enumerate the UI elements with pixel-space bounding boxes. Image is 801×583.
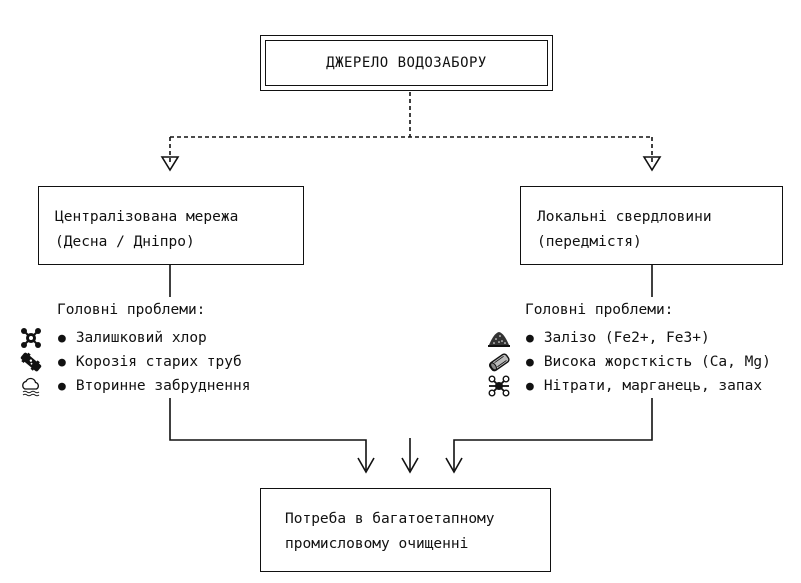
list-item: ● Вторинне забруднення	[20, 374, 250, 398]
iron-sediment-icon	[488, 327, 510, 349]
box-title-line: Централізована мережа	[55, 209, 239, 225]
nitrate-molecule-icon	[488, 375, 510, 397]
source-title: ДЖЕРЕЛО ВОДОЗАБОРУ	[265, 40, 548, 86]
issue-text: Залізо (Fe2+, Fe3+)	[543, 330, 710, 346]
issue-text: Нітрати, марганець, запах	[543, 378, 763, 394]
box-title-line: Потреба в багатоетапному	[285, 511, 495, 527]
box-title-line: промисловому очищенні	[285, 536, 469, 552]
scale-deposit-icon	[488, 351, 510, 373]
local-wells-title: Локальні свердловини (передмістя)	[537, 205, 712, 255]
arrowhead-left-solid	[357, 457, 375, 474]
bullet: ●	[58, 330, 66, 346]
centralized-network-title: Централізована мережа (Десна / Дніпро)	[55, 205, 238, 255]
list-item: ● Нітрати, марганець, запах	[488, 374, 762, 398]
issue-text: Вторинне забруднення	[75, 378, 251, 394]
dashed-connector	[169, 92, 653, 162]
right-connector	[453, 265, 653, 470]
source-box: ДЖЕРЕЛО ВОДОЗАБОРУ	[260, 35, 553, 91]
bullet: ●	[526, 378, 534, 394]
local-wells-box: Локальні свердловини (передмістя)	[520, 186, 783, 265]
box-title-line: Локальні свердловини	[537, 209, 712, 225]
treatment-need-box: Потреба в багатоетапному промисловому оч…	[260, 488, 551, 572]
box-title-line: (передмістя)	[537, 234, 642, 250]
issue-text: Корозія старих труб	[75, 354, 242, 370]
bullet: ●	[526, 354, 534, 370]
treatment-need-title: Потреба в багатоетапному промисловому оч…	[285, 507, 495, 557]
bullet: ●	[58, 354, 66, 370]
issues-title: Головні проблеми:	[525, 302, 674, 318]
list-item: ● Висока жорсткість (Ca, Mg)	[488, 350, 771, 374]
box-title-line: (Десна / Дніпро)	[55, 234, 195, 250]
arrowhead-right-dashed	[642, 156, 662, 172]
arrowhead-right-solid	[445, 457, 463, 474]
issue-text: Висока жорсткість (Ca, Mg)	[543, 354, 771, 370]
bullet: ●	[526, 330, 534, 346]
bullet: ●	[58, 378, 66, 394]
arrowhead-middle	[401, 457, 419, 474]
polluted-cloud-icon	[20, 375, 42, 397]
left-connector	[169, 265, 367, 470]
issues-title: Головні проблеми:	[57, 302, 206, 318]
centralized-network-box: Централізована мережа (Десна / Дніпро)	[38, 186, 304, 265]
chlorine-molecule-icon	[20, 327, 42, 349]
issue-text: Залишковий хлор	[75, 330, 207, 346]
list-item: ● Залізо (Fe2+, Fe3+)	[488, 326, 710, 350]
corroded-pipe-icon	[20, 351, 42, 373]
list-item: ● Залишковий хлор	[20, 326, 207, 350]
list-item: ● Корозія старих труб	[20, 350, 242, 374]
arrowhead-left-dashed	[160, 156, 180, 172]
